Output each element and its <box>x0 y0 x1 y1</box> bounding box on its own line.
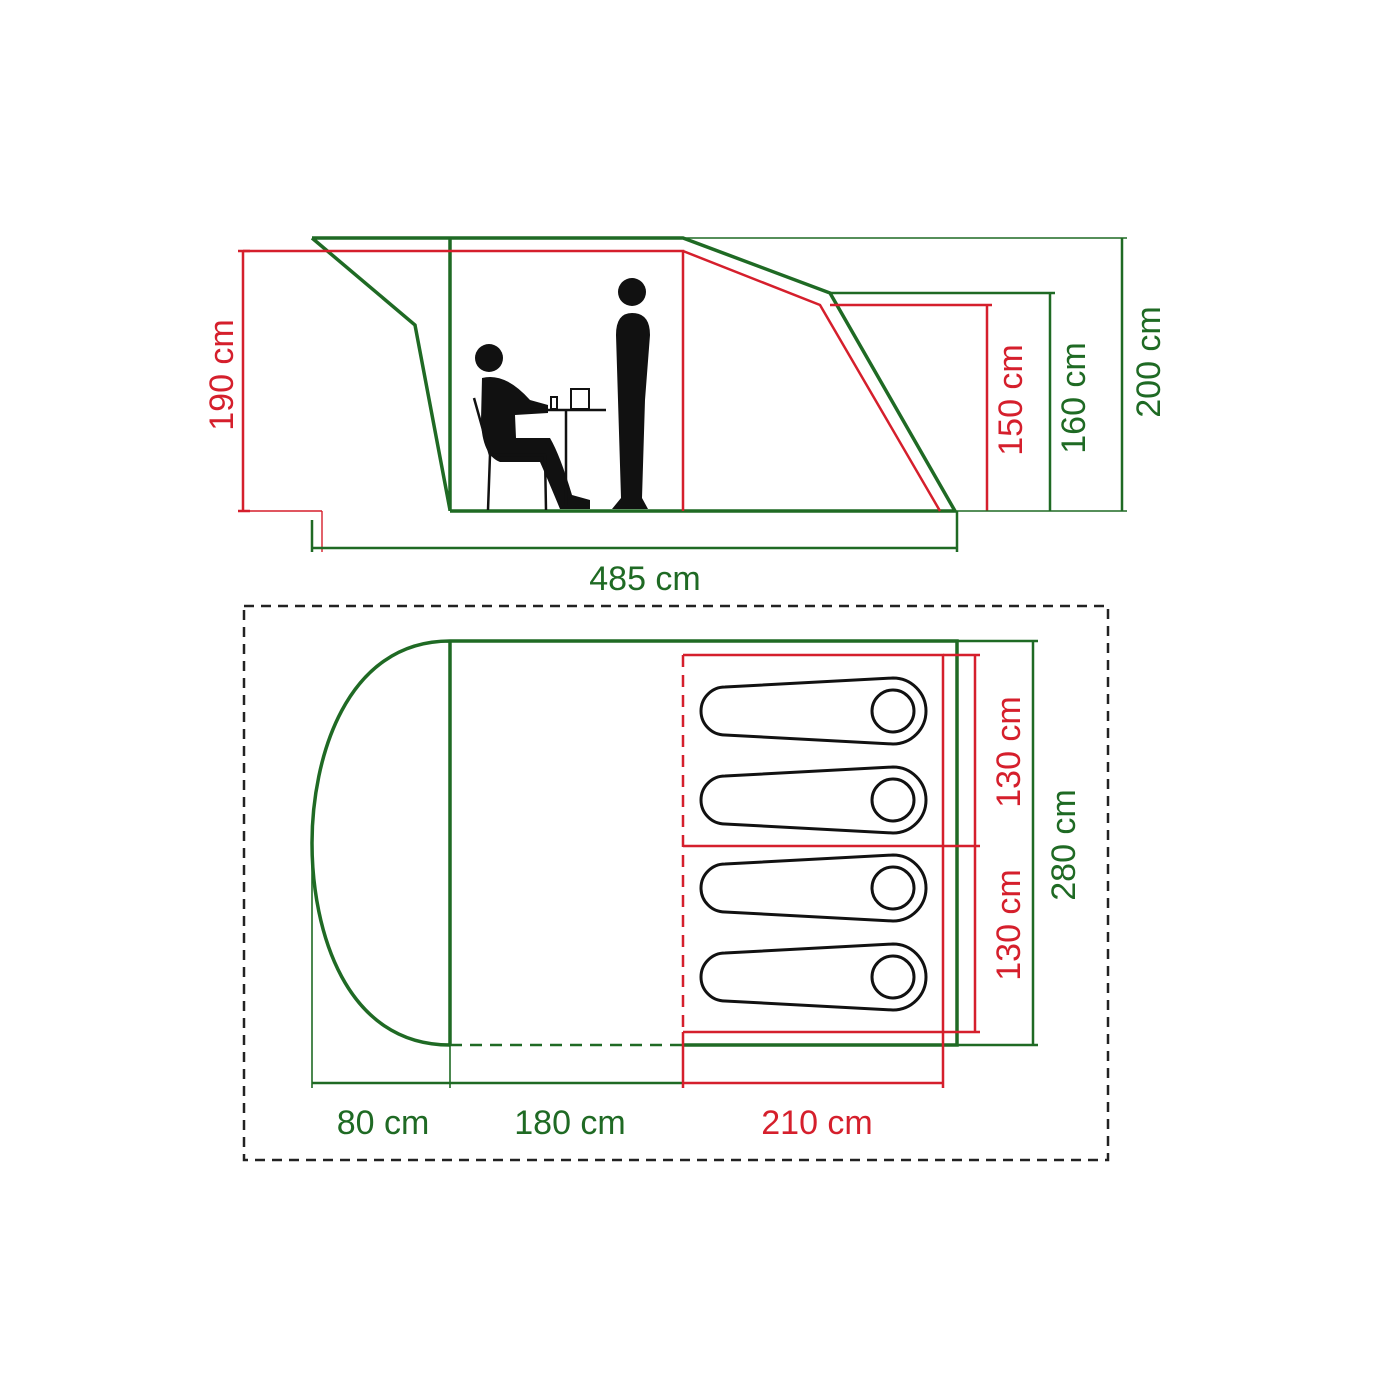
label-200cm: 200 cm <box>1130 306 1168 418</box>
label-80cm: 80 cm <box>337 1104 430 1142</box>
dim-200-line <box>683 237 1127 512</box>
label-150cm: 150 cm <box>992 344 1030 456</box>
dim-130-line <box>943 653 980 1034</box>
label-190cm: 190 cm <box>203 319 241 431</box>
label-210cm: 210 cm <box>761 1104 873 1142</box>
dim-160-line <box>830 291 1055 511</box>
dim-ticks <box>311 845 451 1088</box>
label-180cm: 180 cm <box>514 1104 626 1142</box>
tent-inner-profile <box>243 249 942 512</box>
label-485cm: 485 cm <box>589 560 701 598</box>
side-view: 190 cm 150 cm 160 cm 200 cm 485 cm <box>203 236 1168 598</box>
dim-150-line <box>830 303 992 511</box>
sleeping-bags <box>699 676 928 1012</box>
seated-person-icon <box>472 344 590 511</box>
label-130cm-top: 130 cm <box>990 696 1028 808</box>
table-icon <box>530 388 606 505</box>
dim-485-line <box>310 511 959 552</box>
sleeping-bag-icon <box>699 765 928 835</box>
top-view: 130 cm 130 cm 280 cm 80 cm 180 cm 210 cm <box>242 604 1110 1162</box>
dim-280-line <box>957 639 1038 1047</box>
label-160cm: 160 cm <box>1055 342 1093 454</box>
label-280cm: 280 cm <box>1045 789 1083 901</box>
tent-outer-floor <box>310 639 959 1047</box>
sleeping-bag-icon <box>699 942 928 1012</box>
bedroom-outline <box>683 653 980 1034</box>
dim-210-line <box>681 1032 945 1088</box>
sleeping-bag-icon <box>699 676 928 746</box>
footprint-dashed-outline <box>242 604 1110 1162</box>
standing-person-icon <box>612 278 650 509</box>
sleeping-bag-icon <box>699 853 928 923</box>
dim-190-baseline <box>240 510 323 552</box>
label-130cm-bottom: 130 cm <box>990 869 1028 981</box>
